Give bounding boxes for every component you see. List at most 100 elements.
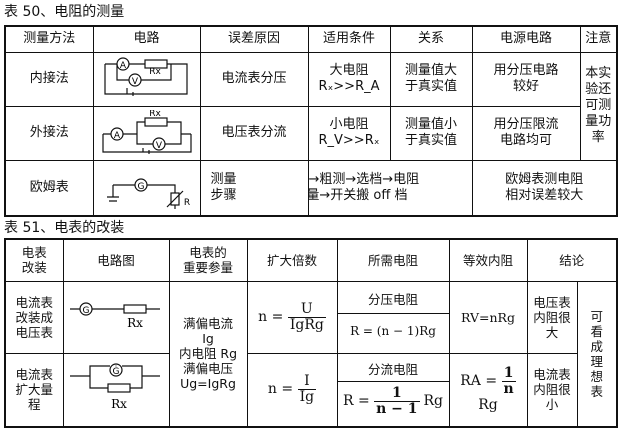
- galvanometer-icon: G: [137, 182, 144, 192]
- rx-label: Rx: [149, 110, 161, 119]
- conclusion-2-line-2: 内阻很: [533, 382, 571, 398]
- condition-internal: 大电阻 Rₓ>>R_A: [307, 51, 391, 107]
- factor-ammeter: n = I Ig: [246, 352, 338, 428]
- note-cell: 本实 验还 可测 量功 率: [579, 51, 618, 161]
- factor-i-denominator: Ig: [299, 389, 315, 406]
- resistance-measurement-table: 测量方法 电路 误差原因 适用条件 关系 电源电路 注意 内接法 A V Rx: [4, 25, 618, 217]
- param-line-3: 内电阻 Rg: [178, 346, 238, 362]
- shunt-denominator: n − 1: [376, 401, 418, 418]
- rx-label: Rx: [127, 316, 143, 330]
- header-circuit: 电路: [92, 25, 201, 53]
- meter-2-line-1: 电流表: [15, 367, 53, 383]
- final-line-6: 表: [590, 383, 604, 399]
- final-line-4: 理: [590, 353, 604, 369]
- meter-2-line-3: 程: [27, 397, 41, 413]
- internal-ammeter: RA = 1 n Rg: [448, 352, 528, 428]
- params-cell: 满偏电流 Ig 内电阻 Rg 满偏电压 Ug=IgRg: [168, 280, 248, 428]
- param-line-2: Ig: [202, 331, 214, 347]
- steps-label-2: 步骤: [210, 187, 237, 203]
- relation-internal-2: 于真实值: [404, 79, 457, 94]
- condition-internal-1: 大电阻: [329, 63, 369, 78]
- series-resistor-formula: R = (n − 1)Rg: [338, 312, 448, 349]
- header-params: 电表的 重要参量: [168, 238, 248, 282]
- relation-internal: 测量值大 于真实值: [389, 51, 473, 107]
- power-internal-1: 用分压电路: [493, 63, 559, 78]
- galvanometer-icon: G: [113, 367, 120, 377]
- power-external: 用分压限流 电路均可: [471, 105, 581, 161]
- final-line-5: 想: [590, 368, 604, 384]
- condition-external: 小电阻 R_V>>Rₓ: [307, 105, 391, 161]
- circuit-external: A V Rx: [92, 105, 201, 161]
- factor-u-numerator: U: [287, 301, 326, 318]
- factor-voltmeter: n = U IgRg: [246, 280, 338, 354]
- condition-external-1: 小电阻: [329, 117, 369, 132]
- method-external: 外接法: [4, 105, 94, 161]
- header-resistor: 所需电阻: [336, 238, 450, 282]
- r-label: R: [183, 198, 189, 208]
- conclusion-ammeter: 电流表 内阻很 小: [526, 352, 578, 428]
- power-internal-2: 较好: [512, 79, 539, 94]
- steps-label: 测量 步骤: [199, 159, 309, 216]
- voltmeter-icon: V: [131, 77, 138, 87]
- error-internal: 电流表分压: [199, 51, 309, 107]
- param-line-4: 满偏电压: [182, 361, 233, 377]
- rx-label: Rx: [111, 397, 127, 411]
- header-meter-1: 电表: [21, 245, 47, 261]
- power-external-2: 电路均可: [499, 133, 552, 148]
- relation-external-1: 测量值小: [404, 117, 457, 132]
- procedure-line-2: 调零→测量→开关搬 off 档: [308, 187, 408, 203]
- table50-title: 表 50、电阻的测量: [4, 4, 125, 20]
- header-meter: 电表 改装: [4, 238, 64, 282]
- ammeter-icon: A: [119, 61, 126, 71]
- remark-line-2: 相对误差较大: [505, 187, 584, 203]
- conclusion-2-line-1: 电流表: [533, 367, 571, 383]
- conclusion-1-line-3: 大: [545, 324, 559, 340]
- rx-label: Rx: [149, 67, 161, 77]
- factor-u-denominator: IgRg: [289, 316, 324, 333]
- shunt-resistor-diagram: G Rx: [70, 363, 160, 411]
- header-method: 测量方法: [4, 25, 94, 53]
- shunt-numerator: 1: [374, 386, 420, 403]
- header-internal: 等效内阻: [448, 238, 528, 282]
- ohmmeter-circuit-diagram: G R: [106, 177, 190, 209]
- relation-external-2: 于真实值: [404, 133, 457, 148]
- error-external: 电压表分流: [199, 105, 309, 161]
- ohmmeter-remark: 欧姆表测电阻 相对误差较大: [471, 159, 618, 216]
- header-factor: 扩大倍数: [246, 238, 338, 282]
- note-line-4: 量功: [585, 114, 612, 129]
- resistor-ammeter: 分流电阻 R = 1 n − 1 Rg: [336, 352, 450, 428]
- conclusion-1-line-1: 电压表: [533, 294, 571, 310]
- header-conclusion: 结论: [526, 238, 618, 282]
- circuit-internal: A V Rx: [92, 51, 201, 107]
- voltmeter-icon: V: [155, 141, 162, 151]
- meter-ammeter-conv: 电流表 扩大量 程: [4, 352, 64, 428]
- meter-2-line-2: 扩大量: [15, 382, 53, 398]
- header-meter-2: 改装: [21, 260, 47, 276]
- ohmmeter-procedure: 机械调零→粗测→选档→电阻 调零→测量→开关搬 off 档: [307, 159, 473, 216]
- galvanometer-icon: G: [83, 306, 90, 316]
- power-internal: 用分压电路 较好: [471, 51, 581, 107]
- ra-numerator: 1: [501, 366, 516, 383]
- procedure-line-1: 机械调零→粗测→选档→电阻: [308, 171, 420, 187]
- relation-external: 测量值小 于真实值: [389, 105, 473, 161]
- note-line-1: 本实: [585, 66, 612, 81]
- relation-internal-1: 测量值大: [404, 63, 457, 78]
- note-line-2: 验还: [585, 82, 612, 97]
- resistor-voltmeter: 分压电阻 R = (n − 1)Rg: [336, 280, 450, 354]
- internal-circuit-diagram: A V Rx: [103, 57, 188, 96]
- header-condition: 适用条件: [307, 25, 391, 53]
- header-note: 注意: [579, 25, 618, 53]
- conclusion-voltmeter: 电压表 内阻很 大: [526, 280, 578, 354]
- note-line-5: 率: [591, 130, 605, 145]
- note-line-3: 可测: [585, 98, 612, 113]
- power-external-1: 用分压限流: [493, 117, 559, 132]
- condition-external-2: R_V>>Rₓ: [318, 133, 380, 148]
- internal-voltmeter: RV=nRg: [448, 280, 528, 354]
- table51-title: 表 51、电表的改装: [4, 220, 125, 236]
- final-conclusion: 可 看 成 理 想 表: [576, 280, 618, 428]
- meter-1-line-2: 改装成: [15, 309, 53, 325]
- shunt-resistor-formula: R = 1 n − 1 Rg: [338, 381, 448, 421]
- header-params-2: 重要参量: [182, 260, 233, 276]
- final-line-3: 成: [590, 338, 604, 354]
- final-line-2: 看: [590, 323, 604, 339]
